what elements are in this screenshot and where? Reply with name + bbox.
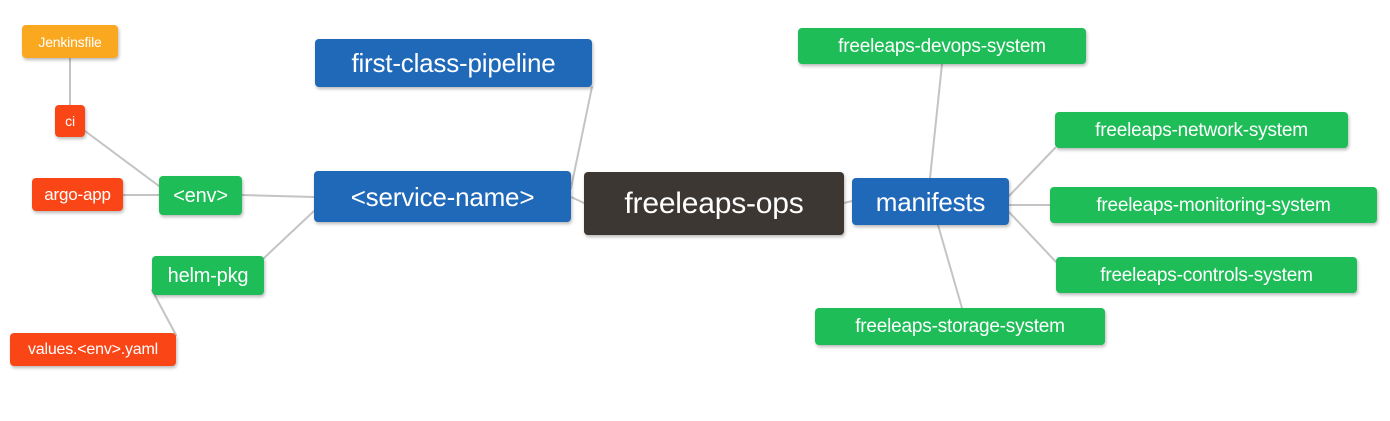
mindmap-node-helm-pkg[interactable]: helm-pkg — [152, 256, 264, 295]
edge-freeleaps-ops-to-service-name — [570, 196, 585, 204]
mindmap-node-env[interactable]: <env> — [159, 176, 242, 215]
mindmap-node-first-class-pipeline[interactable]: first-class-pipeline — [315, 39, 592, 87]
mindmap-node-freeleaps-storage-system[interactable]: freeleaps-storage-system — [815, 308, 1105, 345]
edge-manifests-to-freeleaps-controls-system — [1008, 211, 1057, 263]
mindmap-node-ci[interactable]: ci — [55, 105, 85, 137]
mindmap-node-freeleaps-network-system[interactable]: freeleaps-network-system — [1055, 112, 1348, 148]
edge-manifests-to-freeleaps-storage-system — [937, 224, 963, 309]
mindmap-node-values-env-yaml[interactable]: values.<env>.yaml — [10, 333, 176, 366]
edge-helm-pkg-to-values-env-yaml — [151, 289, 177, 336]
edge-manifests-to-freeleaps-devops-system — [929, 63, 943, 179]
mindmap-node-jenkinsfile[interactable]: Jenkinsfile — [22, 25, 118, 58]
mindmap-node-argo-app[interactable]: argo-app — [32, 178, 123, 211]
mindmap-node-manifests[interactable]: manifests — [852, 178, 1009, 225]
edge-freeleaps-ops-to-manifests — [843, 200, 853, 204]
mindmap-node-freeleaps-monitoring-system[interactable]: freeleaps-monitoring-system — [1050, 187, 1377, 223]
edge-service-name-to-helm-pkg — [263, 210, 315, 259]
mindmap-node-service-name[interactable]: <service-name> — [314, 171, 571, 222]
edge-service-name-to-env — [241, 194, 315, 198]
edge-manifests-to-freeleaps-network-system — [1008, 147, 1056, 197]
mindmap-node-freeleaps-devops-system[interactable]: freeleaps-devops-system — [798, 28, 1086, 64]
mindmap-node-freeleaps-ops[interactable]: freeleaps-ops — [584, 172, 844, 235]
mindmap-node-freeleaps-controls-system[interactable]: freeleaps-controls-system — [1056, 257, 1357, 293]
